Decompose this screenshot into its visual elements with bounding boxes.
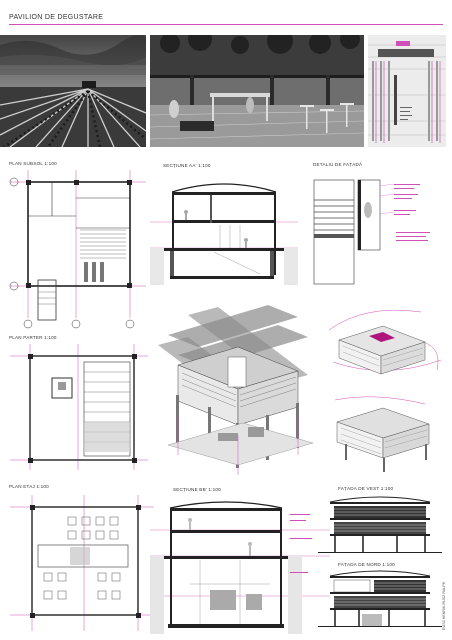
section-bb-drawing <box>150 501 330 634</box>
section-aa-drawing <box>150 183 298 285</box>
plan-subsol-drawing <box>9 170 146 329</box>
facade-north-drawing <box>318 570 442 627</box>
plan-subsol-label: PLAN SUBSOL 1:100 <box>9 161 57 166</box>
vineyard-photo <box>0 35 146 147</box>
fatada-vest-label: FAȚADA DE VEST 1:100 <box>338 486 394 491</box>
fatada-nord-label: FAȚADA DE NORD 1:100 <box>338 562 395 567</box>
page-title: PAVILION DE DEGUSTARE <box>9 14 104 21</box>
plan-parter-label: PLAN PARTER 1:100 <box>9 335 57 340</box>
facade-west-drawing <box>318 496 442 553</box>
plan-etaj-drawing <box>10 495 154 631</box>
concept-diagram-bottom <box>334 396 430 472</box>
author-credit: RUSZ HENRIK-RUSZ RALPH <box>442 581 446 630</box>
title-underline <box>9 24 443 25</box>
facade-detail-image <box>368 35 446 147</box>
plan-parter-drawing <box>10 344 148 470</box>
plan-etaj-label: PLAN ETAJ 1:100 <box>9 484 49 489</box>
sectiune-bb-label: SECȚIUNE BB' 1:100 <box>173 487 221 492</box>
detaliu-fatada-label: DETALIU DE FAȚADĂ <box>313 162 363 167</box>
concept-diagram-top <box>328 309 442 375</box>
axonometric-view <box>158 305 314 475</box>
pavilion-render <box>150 35 364 147</box>
facade-detail-drawing <box>313 179 430 285</box>
sectiune-aa-label: SECȚIUNE AA' 1:100 <box>163 163 211 168</box>
